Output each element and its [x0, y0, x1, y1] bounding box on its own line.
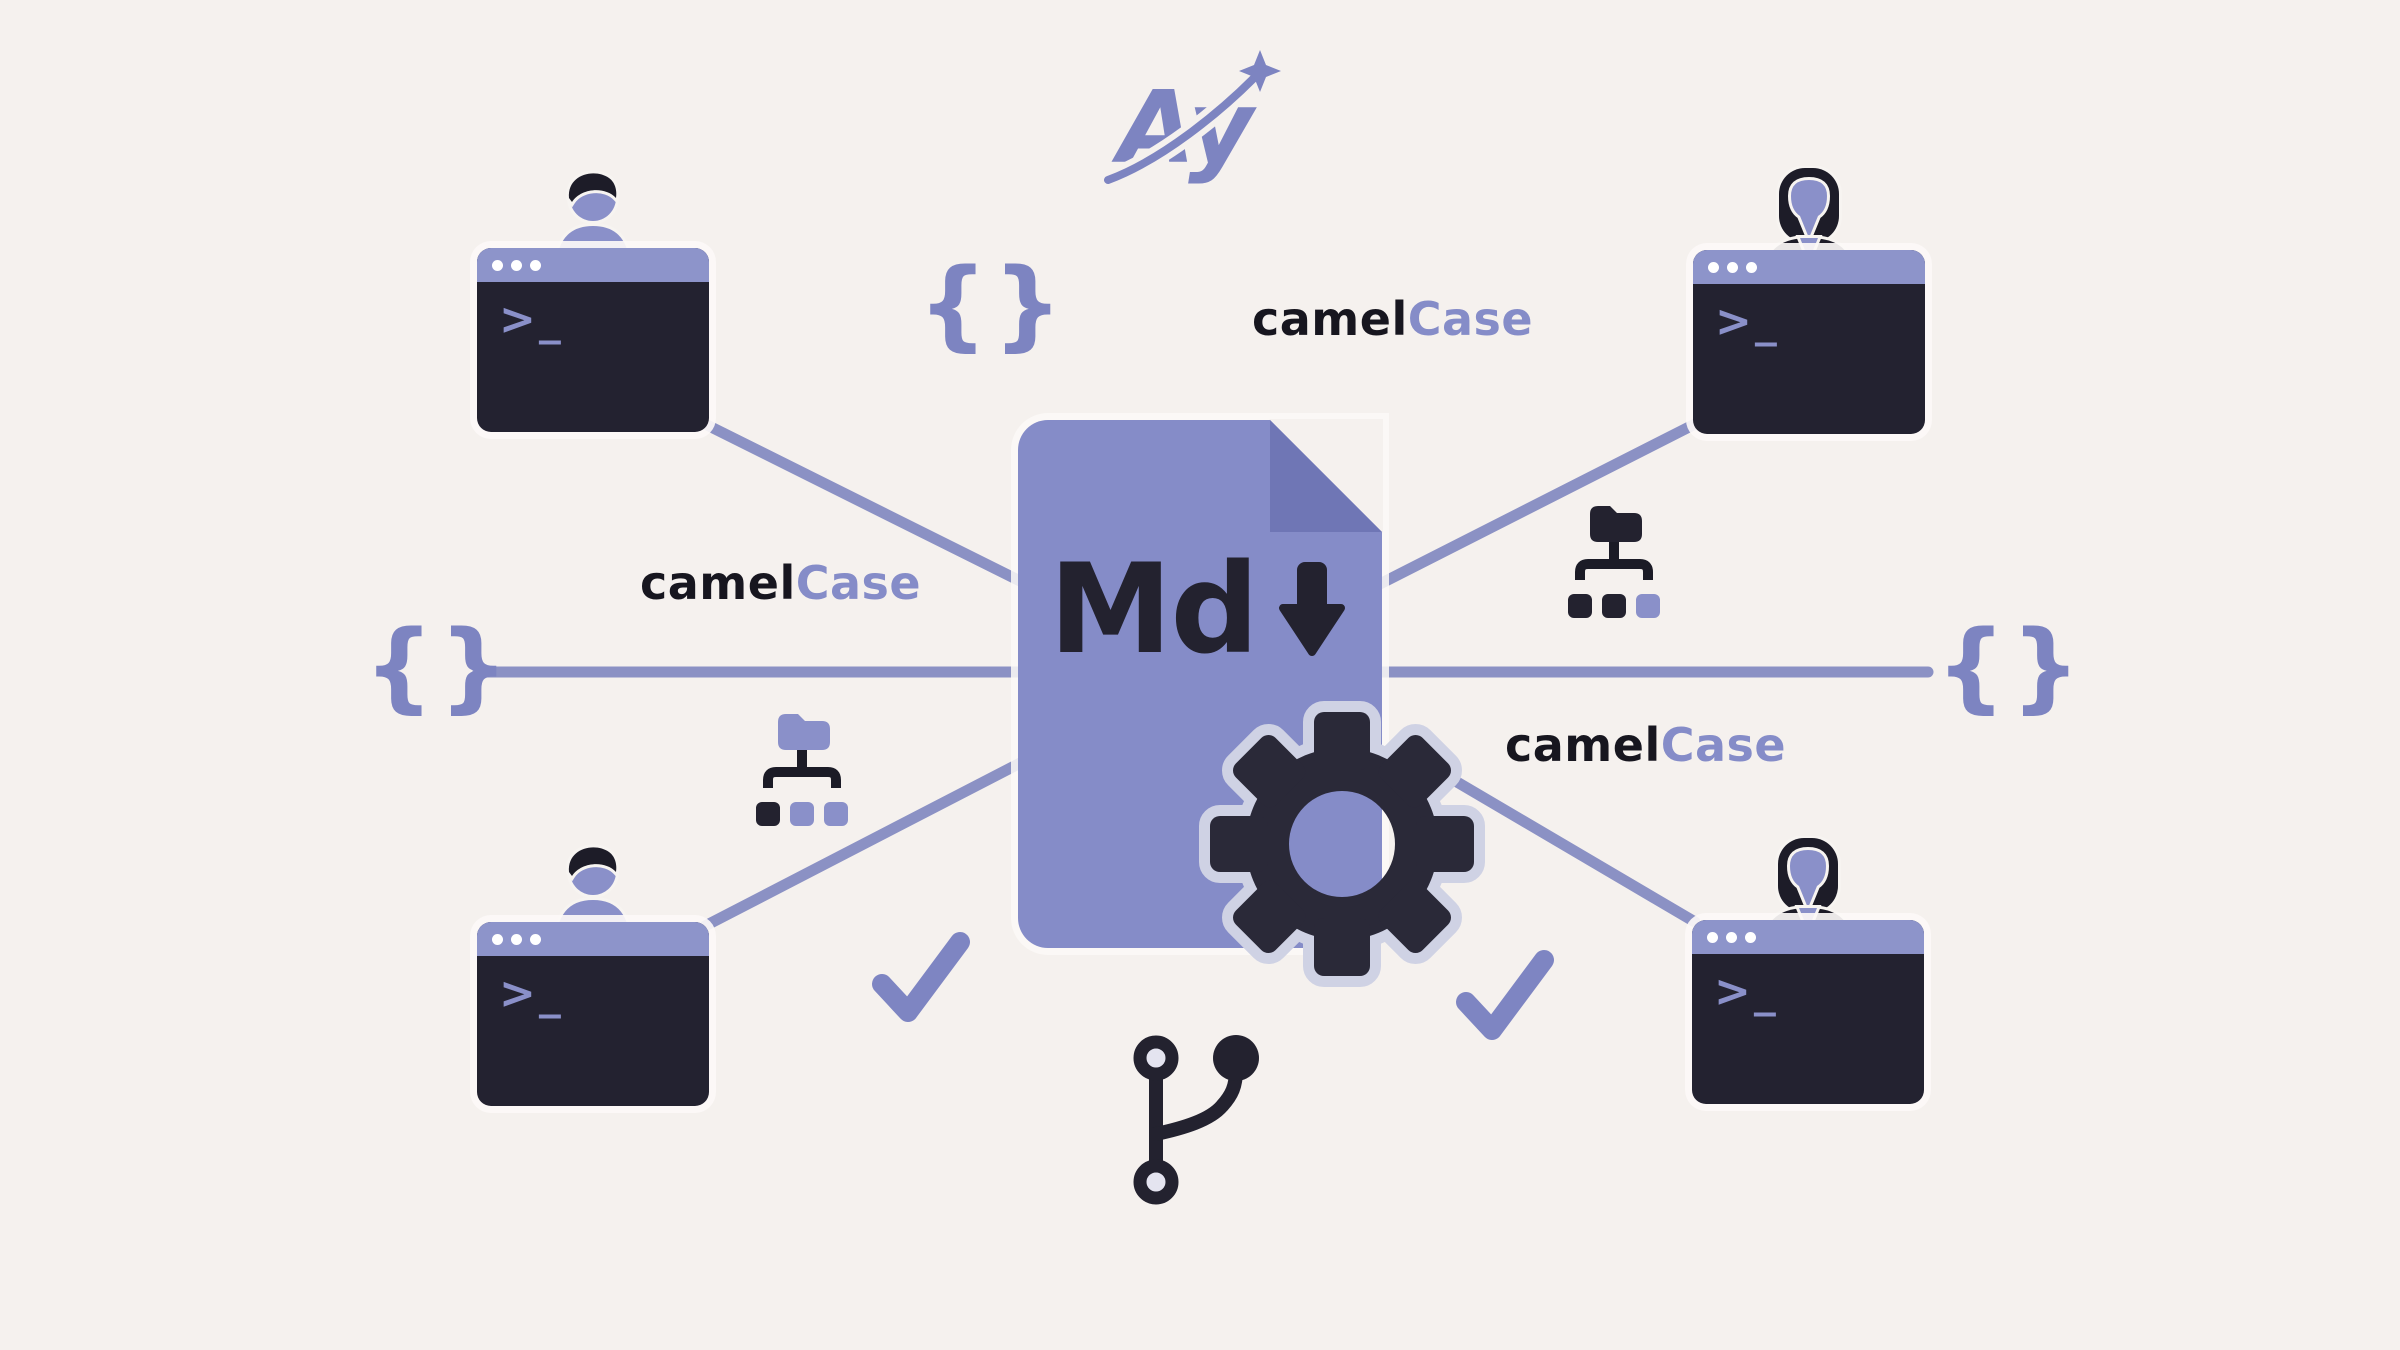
window-dot [530, 933, 541, 945]
checkmark-icon [872, 932, 970, 1022]
window-dot [492, 933, 503, 945]
terminal-window-bottom-left: >_ [477, 922, 709, 1106]
terminal-prompt: >_ [1714, 966, 1779, 1017]
curly-braces-icon: {} [1936, 610, 2086, 724]
window-dot [492, 259, 503, 271]
folder-tree-icon [1568, 506, 1660, 618]
window-dot [511, 933, 522, 945]
md-label: Md [1048, 538, 1259, 682]
terminal-titlebar [477, 248, 709, 282]
camelcase-dark: camel [640, 556, 796, 610]
gear-icon [1199, 701, 1485, 987]
terminal-titlebar [1692, 920, 1924, 954]
terminal-prompt: >_ [499, 968, 564, 1019]
camelcase-dark: camel [1505, 718, 1661, 772]
window-dot [511, 259, 522, 271]
terminal-window-top-left: >_ [477, 248, 709, 432]
terminal-window-bottom-right: >_ [1692, 920, 1924, 1104]
camelcase-accent: Case [795, 556, 922, 610]
terminal-prompt: >_ [1715, 296, 1780, 347]
camelcase-dark: camel [1252, 292, 1408, 346]
star-icon [1239, 50, 1281, 92]
terminal-titlebar [477, 922, 709, 956]
download-arrow-icon [1279, 562, 1346, 656]
terminal-titlebar [1693, 250, 1925, 284]
camelcase-accent: Case [1407, 292, 1534, 346]
terminal-prompt: >_ [499, 294, 564, 345]
camelcase-label-top: camelCase [1252, 296, 1533, 342]
git-branch-icon [1133, 1035, 1259, 1205]
camelcase-accent: Case [1660, 718, 1787, 772]
checkmark-icon [1456, 950, 1554, 1040]
camelcase-label-left: camelCase [640, 560, 921, 606]
window-dot [1726, 931, 1737, 943]
logo-shooting-star-icon: Ay [1100, 50, 1281, 190]
window-dot [1745, 931, 1756, 943]
window-dot [530, 259, 541, 271]
curly-braces-icon: {} [364, 610, 514, 724]
window-dot [1746, 261, 1757, 273]
camelcase-label-right: camelCase [1505, 722, 1786, 768]
curly-braces-icon: {} [918, 248, 1068, 362]
logo-swoosh-stroke [1104, 74, 1258, 184]
terminal-window-top-right: >_ [1693, 250, 1925, 434]
window-dot [1727, 261, 1738, 273]
window-dot [1708, 261, 1719, 273]
window-dot [1707, 931, 1718, 943]
folder-tree-icon [756, 714, 848, 826]
